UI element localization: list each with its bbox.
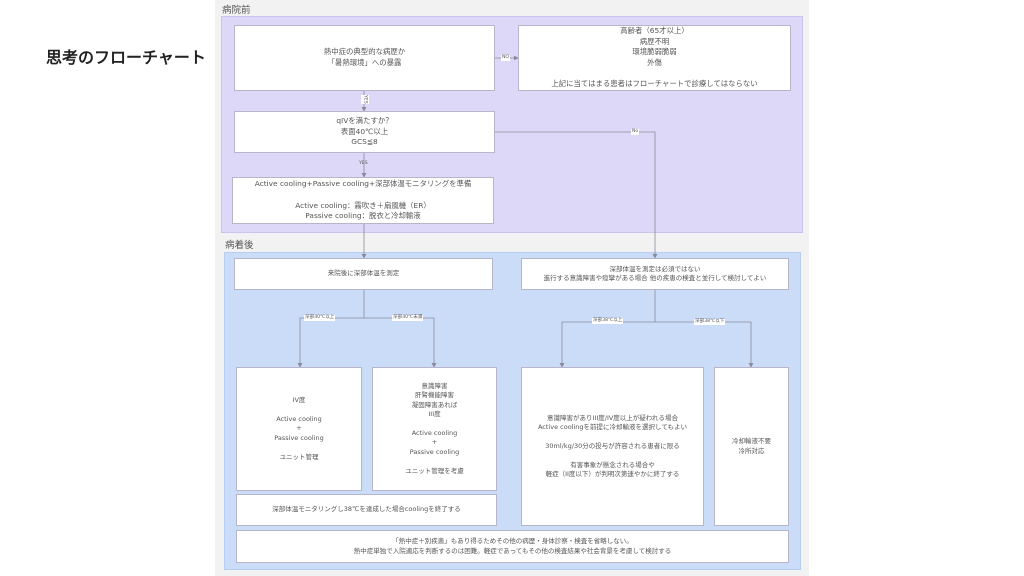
node-grade-iii[interactable]: 意識障害 肝腎機能障害 凝固障害あれば III度 Active cooling … bbox=[372, 367, 497, 491]
node-fluid-cooling-consider[interactable]: 意識障害がありIII度/IV度以上が疑われる場合 Active coolingを… bbox=[521, 367, 704, 526]
edge-label-yes-prepare: YES bbox=[359, 161, 368, 166]
node-cooling-not-needed[interactable]: 冷却輸液不要 冷所対応 bbox=[714, 367, 789, 526]
edge-label-core-ge-38: 深部38℃以上 bbox=[592, 318, 624, 324]
edge-label-core-ge-40: 深部40℃以上 bbox=[304, 315, 336, 321]
node-measure-core-temp[interactable]: 来院後に深部体温を測定 bbox=[234, 258, 493, 290]
node-exclusion-criteria[interactable]: 高齢者（65才以上） 病歴不明 環境脆弱脆弱 外傷 上記に当てはまる患者はフロー… bbox=[518, 25, 791, 91]
section-label-post-arrival: 病着後 bbox=[225, 240, 254, 251]
page-title: 思考のフローチャート bbox=[46, 48, 206, 67]
node-grade-iv[interactable]: IV度 Active cooling + Passive cooling ユニッ… bbox=[236, 367, 362, 491]
edge-label-core-lt-40: 深部40℃未満 bbox=[392, 315, 424, 321]
section-label-pre-hospital: 病院前 bbox=[222, 5, 251, 16]
node-stop-cooling[interactable]: 深部体温モニタリングし38℃を達成した場合coolingを終了する bbox=[236, 494, 497, 526]
node-core-temp-optional[interactable]: 深部体温を測定は必須ではない 進行する意識障害や痙攣がある場合 他の疾患の検査と… bbox=[521, 258, 789, 290]
node-typical-case[interactable]: 熱中症の典型的な病歴か 「暑熱環境」への暴露 bbox=[234, 25, 495, 91]
node-prepare-cooling[interactable]: Active cooling+Passive cooling+深部体温モニタリン… bbox=[232, 177, 494, 224]
node-footer-note[interactable]: 「熱中症＋別疾患」もあり得るためその他の病歴・身体診察・検査を省略しない。 熱中… bbox=[236, 530, 789, 563]
edge-label-yes-qsofa: YES bbox=[361, 95, 369, 104]
node-qsofa-check[interactable]: qIVを満たすか？ 表面40℃以上 GCS≦8 bbox=[234, 111, 495, 153]
edge-label-no-exclusion: NO bbox=[501, 55, 511, 61]
edge-label-core-lt-38: 深部38℃以下 bbox=[694, 319, 726, 325]
edge-label-no-optional: No bbox=[631, 129, 640, 135]
